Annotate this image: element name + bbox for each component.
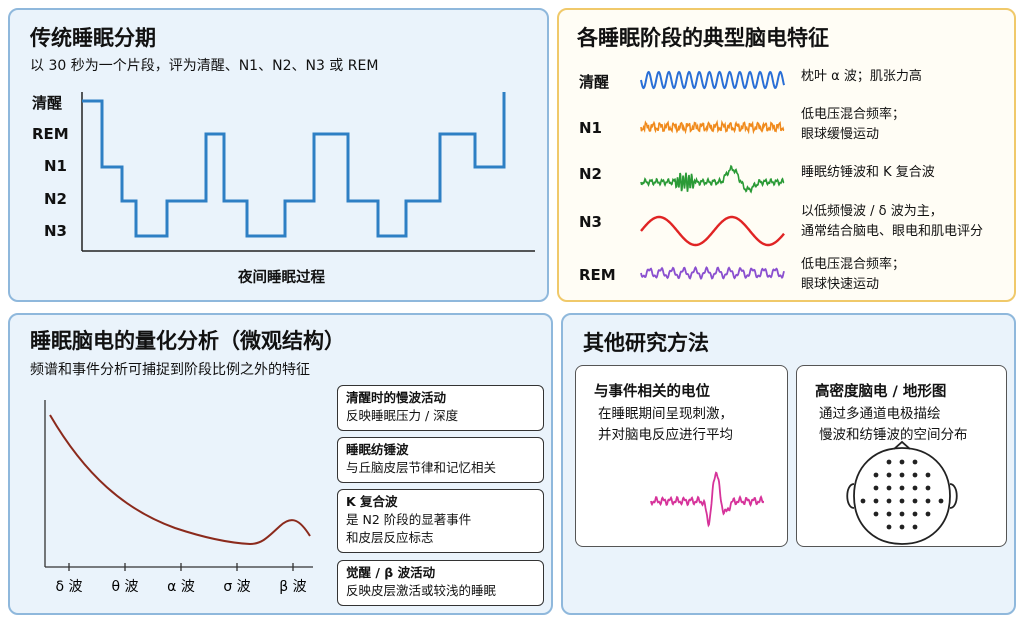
electrode-dot <box>925 485 931 491</box>
erp-wave-line <box>650 471 765 528</box>
head-ear-left <box>846 483 855 509</box>
hypnogram-subtitle: 以 30 秒为一个片段，评为清醒、N1、N2、N3 或 REM <box>30 58 379 74</box>
electrode-dot <box>886 524 892 530</box>
spectral-subtitle: 频谱和事件分析可捕捉到阶段比例之外的特征 <box>30 362 310 378</box>
head-nose <box>893 440 911 450</box>
electrode-dot <box>886 498 892 504</box>
electrode-dot <box>886 485 892 491</box>
n2-spindle-kcomplex-wave <box>640 164 785 194</box>
electrode-dot <box>925 511 931 517</box>
electrode-dot <box>899 498 905 504</box>
feature-label-wake: 清醒 <box>579 73 610 91</box>
hypnogram-chart <box>81 92 535 252</box>
feature-label-n2: N2 <box>579 165 602 183</box>
erp-title: 与事件相关的电位 <box>594 384 710 400</box>
electrode-dot <box>873 498 879 504</box>
electrode-dot <box>925 472 931 478</box>
electrode-dot <box>899 524 905 530</box>
feature-label-n3: N3 <box>579 213 602 231</box>
electrode-dot <box>886 511 892 517</box>
card-spindle: 睡眠纺锤波 与丘脑皮层节律和记忆相关 <box>337 437 544 483</box>
methods-title: 其他研究方法 <box>583 331 709 355</box>
hypno-label-n1: N1 <box>44 157 67 175</box>
electrode-dot <box>912 472 918 478</box>
electrode-dot <box>912 485 918 491</box>
hypno-label-wake: 清醒 <box>32 94 63 112</box>
hypnogram-x-label: 夜间睡眠过程 <box>238 270 325 286</box>
band-label-beta: β 波 <box>279 579 306 595</box>
head-electrode-map <box>846 440 958 545</box>
feature-desc-wake: 枕叶 α 波；肌张力高 <box>801 69 922 84</box>
electrode-dot <box>873 485 879 491</box>
hypnogram-line <box>82 92 506 238</box>
electrode-dot <box>899 459 905 465</box>
hypno-label-n3: N3 <box>44 222 67 240</box>
band-label-theta: θ 波 <box>111 579 138 595</box>
electrode-dot <box>938 498 944 504</box>
card-arousal-beta: 觉醒 / β 波活动 反映皮层激活或较浅的睡眠 <box>337 560 544 606</box>
spectral-panel: 睡眠脑电的量化分析（微观结构） 频谱和事件分析可捕捉到阶段比例之外的特征 δ 波… <box>8 313 553 615</box>
hypnogram-panel: 传统睡眠分期 以 30 秒为一个片段，评为清醒、N1、N2、N3 或 REM 清… <box>8 8 549 302</box>
feature-label-rem: REM <box>579 266 616 284</box>
rem-mixed-wave <box>640 265 785 281</box>
band-label-alpha: α 波 <box>167 579 195 595</box>
feature-label-n1: N1 <box>579 119 602 137</box>
wake-alpha-wave <box>640 70 785 90</box>
electrode-dot <box>886 472 892 478</box>
hd-eeg-title: 高密度脑电 / 地形图 <box>815 384 947 400</box>
electrode-dot <box>925 498 931 504</box>
electrode-dot <box>912 498 918 504</box>
feature-desc-n1: 低电压混合频率； 眼球缓慢运动 <box>801 107 906 142</box>
n3-delta-wave <box>640 215 785 247</box>
card-k-complex: K 复合波 是 N2 阶段的显著事件 和皮层反应标志 <box>337 489 544 553</box>
erp-desc: 在睡眠期间呈现刺激， 并对脑电反应进行平均 <box>598 406 733 443</box>
stage-features-title: 各睡眠阶段的典型脑电特征 <box>577 26 829 50</box>
electrode-dot <box>912 459 918 465</box>
feature-desc-n2: 睡眠纺锤波和 K 复合波 <box>801 165 935 180</box>
methods-panel: 其他研究方法 与事件相关的电位 在睡眠期间呈现刺激， 并对脑电反应进行平均 高密… <box>561 313 1016 615</box>
erp-card: 与事件相关的电位 在睡眠期间呈现刺激， 并对脑电反应进行平均 <box>575 365 788 547</box>
head-ear-right <box>949 483 958 509</box>
head-outline <box>853 447 951 545</box>
spectral-title: 睡眠脑电的量化分析（微观结构） <box>30 329 345 353</box>
n1-mixed-wave <box>640 119 785 135</box>
electrode-dot <box>886 459 892 465</box>
erp-waveform <box>650 471 765 528</box>
electrode-dot <box>899 511 905 517</box>
band-label-sigma: σ 波 <box>223 579 250 595</box>
electrode-dot <box>899 472 905 478</box>
hd-eeg-desc: 通过多通道电极描绘 慢波和纺锤波的空间分布 <box>819 406 968 443</box>
electrode-dot <box>912 524 918 530</box>
electrode-dot <box>912 511 918 517</box>
hd-eeg-card: 高密度脑电 / 地形图 通过多通道电极描绘 慢波和纺锤波的空间分布 <box>796 365 1007 547</box>
hypno-label-rem: REM <box>32 125 69 143</box>
electrode-dot <box>873 472 879 478</box>
power-spectrum-curve <box>49 414 311 546</box>
electrode-dot <box>873 511 879 517</box>
feature-desc-n3: 以低频慢波 / δ 波为主， 通常结合脑电、眼电和肌电评分 <box>801 204 984 239</box>
stage-waveforms <box>640 70 785 281</box>
card-wake-slow-wave: 清醒时的慢波活动 反映睡眠压力 / 深度 <box>337 385 544 431</box>
hypno-label-n2: N2 <box>44 190 67 208</box>
feature-desc-rem: 低电压混合频率； 眼球快速运动 <box>801 257 906 292</box>
stage-features-panel: 各睡眠阶段的典型脑电特征 清醒 N1 N2 N3 REM 枕叶 α 波；肌张力高… <box>557 8 1016 302</box>
hypnogram-title: 传统睡眠分期 <box>30 26 156 50</box>
band-label-delta: δ 波 <box>55 579 82 595</box>
electrode-grid <box>860 459 944 530</box>
power-spectrum-chart: δ 波 θ 波 α 波 σ 波 β 波 <box>44 400 313 595</box>
electrode-dot <box>899 485 905 491</box>
electrode-dot <box>860 498 866 504</box>
